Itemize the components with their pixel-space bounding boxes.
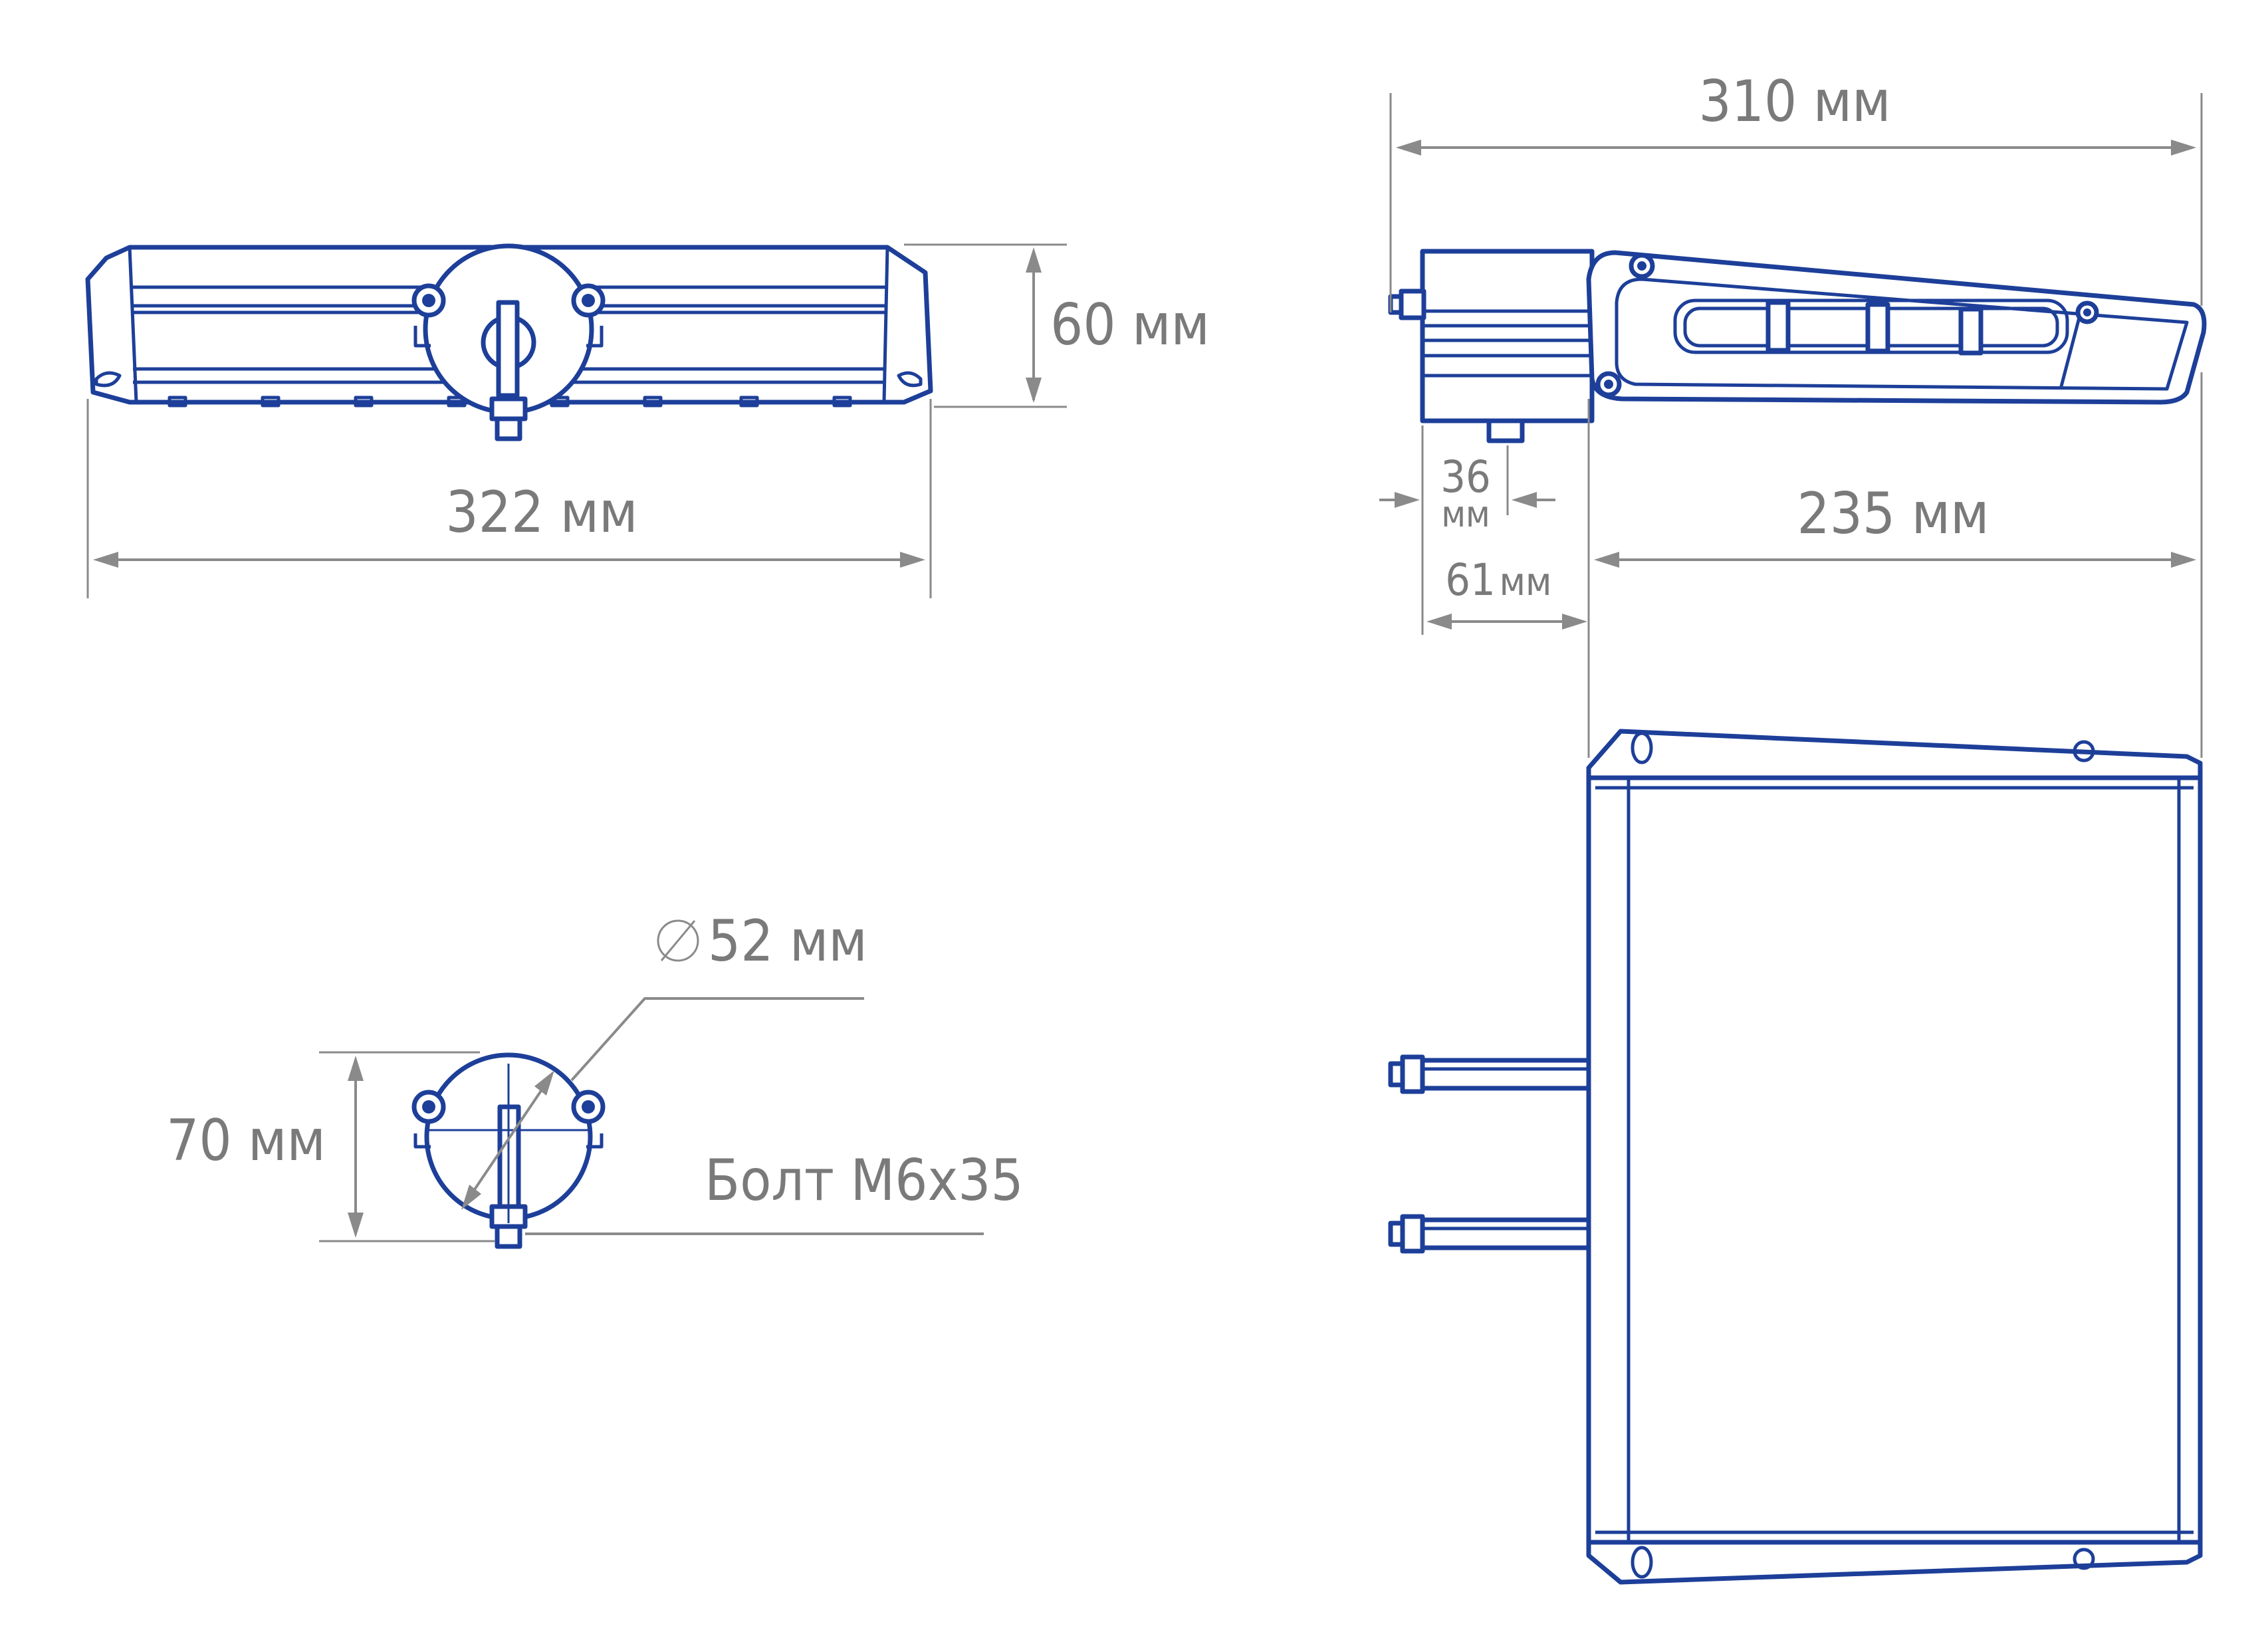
- side-bracket-a-dimension: [1379, 425, 1555, 635]
- clamp-diameter-dimension: [461, 919, 864, 1210]
- side-total-dimension: [1389, 93, 2203, 312]
- front-height-label: 60 мм: [1050, 292, 1210, 358]
- side-body-label: 235 мм: [1797, 481, 1989, 547]
- clamp-height-label: 70 мм: [166, 1108, 326, 1174]
- side-body-dimension: [1587, 372, 2203, 758]
- side-bracket-a-label: 36: [1440, 451, 1491, 503]
- clamp-detail: [411, 1052, 606, 1249]
- front-height-dimension: [904, 243, 1067, 408]
- side-bracket-b-dimension: [1426, 614, 1587, 630]
- front-length-label: 322 мм: [446, 479, 638, 546]
- clamp-diameter-label: 52 мм: [708, 908, 867, 975]
- clamp-height-dimension: [319, 1051, 495, 1242]
- side-bracket-a-unit: мм: [1441, 493, 1490, 535]
- side-total-label: 310 мм: [1699, 68, 1891, 135]
- side-bracket-b-label: 61: [1445, 554, 1496, 606]
- front-length-dimension: [86, 399, 932, 598]
- front-view: [85, 243, 933, 441]
- clamp-bolt-label: Болт М6х35: [705, 1147, 1024, 1214]
- top-view: [1388, 729, 2203, 1585]
- side-view: [1388, 249, 2207, 443]
- side-bracket-b-unit: мм: [1500, 559, 1552, 604]
